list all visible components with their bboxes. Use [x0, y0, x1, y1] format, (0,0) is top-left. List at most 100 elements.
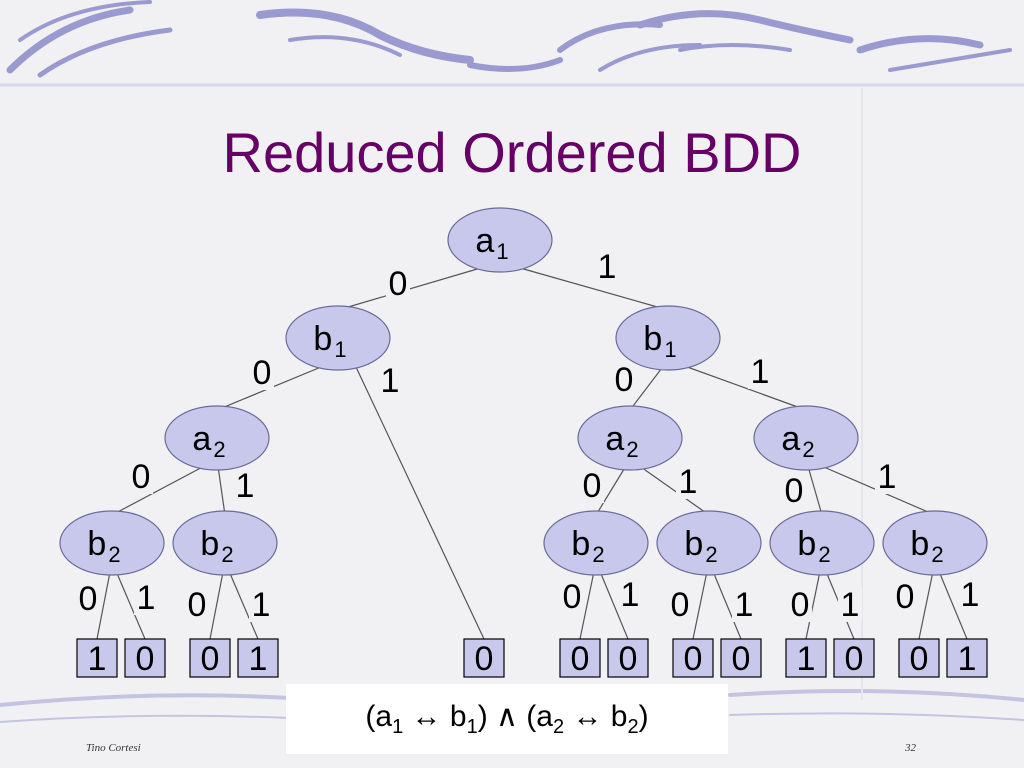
bdd-leaf-value: 0: [136, 640, 155, 678]
edge-label-backdrop: [618, 576, 642, 612]
bdd-terminal-leaf: 0: [833, 638, 875, 678]
bdd-leaf-value: 0: [732, 640, 751, 678]
edge-label-backdrop: [185, 586, 209, 622]
bdd-edge: [595, 465, 627, 516]
bdd-leaf-box: [833, 638, 875, 678]
bdd-terminal-leaf: 0: [672, 638, 714, 678]
edge-label: 1: [878, 458, 897, 496]
edge-label-backdrop: [612, 361, 636, 397]
edge-label-backdrop: [732, 586, 756, 622]
bdd-terminal-leaf: 0: [463, 638, 505, 678]
bdd-leaf-box: [720, 638, 762, 678]
bdd-node-b2: b2: [769, 510, 875, 576]
slide-title: Reduced Ordered BDD: [222, 121, 802, 184]
edge-label: 1: [621, 576, 640, 614]
bdd-leaf-value: 0: [619, 640, 638, 678]
bdd-leaf-box: [672, 638, 714, 678]
edge-label-backdrop: [250, 354, 274, 390]
edge-label: 0: [563, 578, 582, 616]
edge-label-backdrop: [595, 248, 619, 284]
bdd-edge: [805, 570, 821, 640]
edge-label-backdrop: [386, 265, 410, 301]
bdd-node-subscript: 2: [931, 542, 943, 567]
bdd-leaf-box: [463, 638, 505, 678]
edge-label: 0: [785, 472, 804, 510]
edge-label-backdrop: [249, 586, 273, 622]
edge-label: 0: [791, 586, 810, 624]
edge-label: 0: [671, 586, 690, 624]
bdd-leaf-box: [946, 638, 988, 678]
bdd-node-subscript: 1: [496, 239, 508, 264]
bdd-edge: [599, 570, 629, 640]
bdd-node-label: b2: [910, 525, 943, 567]
page-number: 32: [905, 742, 916, 754]
bdd-terminal-leaf: 0: [898, 638, 940, 678]
bdd-node-subscript: 2: [818, 542, 830, 567]
footer-author: Tino Cortesi: [86, 742, 141, 754]
bdd-leaf-value: 0: [684, 640, 703, 678]
bdd-leaf-value: 1: [958, 640, 977, 678]
bdd-node-ellipse: [577, 405, 683, 471]
bdd-edge: [712, 570, 742, 640]
formula-box: (a1 ↔ b1) ∧ (a2 ↔ b2): [286, 684, 728, 754]
bdd-node-ellipse: [882, 510, 988, 576]
bdd-node-b2: b2: [543, 510, 649, 576]
bdd-edge: [519, 267, 669, 311]
edge-label: 0: [188, 586, 207, 624]
bdd-node-a2: a2: [164, 405, 270, 471]
bdd-node-b2: b2: [172, 510, 278, 576]
edge-label-backdrop: [560, 578, 584, 614]
bdd-terminal-leaf: 1: [237, 638, 279, 678]
bdd-node-b2: b2: [882, 510, 988, 576]
bdd-leaf-value: 0: [845, 640, 864, 678]
top-swirl-band: [0, 0, 1024, 87]
bdd-node-ellipse: [615, 305, 721, 371]
formula-subscript: 1: [466, 716, 478, 738]
formula-subscript: 2: [627, 716, 639, 738]
bdd-node-subscript: 2: [213, 437, 225, 462]
edge-label: 1: [735, 586, 754, 624]
bdd-terminal-leaf: 1: [785, 638, 827, 678]
formula-text: (a1 ↔ b1) ∧ (a2 ↔ b2): [365, 699, 648, 739]
edge-label: 0: [79, 580, 98, 618]
bdd-edge: [354, 365, 485, 640]
edge-label-backdrop: [129, 458, 153, 494]
bdd-node-subscript: 2: [705, 542, 717, 567]
bdd-node-label: b2: [571, 525, 604, 567]
edge-label-backdrop: [378, 362, 402, 398]
bdd-leaf-box: [189, 638, 231, 678]
bdd-node-ellipse: [164, 405, 270, 471]
bdd-terminal-leaf: 0: [720, 638, 762, 678]
edge-label: 1: [961, 576, 980, 614]
bdd-edge: [115, 570, 146, 640]
bdd-node-ellipse: [656, 510, 762, 576]
edge-label-backdrop: [875, 458, 899, 494]
bdd-edge: [209, 570, 224, 640]
bdd-terminal-leaf: 0: [559, 638, 601, 678]
bdd-edge: [639, 465, 710, 516]
bdd-node-b1: b1: [285, 305, 391, 371]
bdd-leaf-box: [237, 638, 279, 678]
edge-label: 1: [137, 579, 156, 617]
edge-label-backdrop: [838, 586, 862, 622]
bdd-node-a2: a2: [577, 405, 683, 471]
bdd-leaf-value: 1: [249, 640, 268, 678]
bdd-edge: [217, 465, 226, 516]
bdd-node-subscript: 1: [334, 337, 346, 362]
edge-label: 1: [598, 248, 617, 286]
edge-label: 0: [389, 265, 408, 303]
formula-subscript: 1: [392, 716, 404, 738]
bdd-node-b2: b2: [59, 510, 165, 576]
edge-label-backdrop: [676, 463, 700, 499]
bdd-node-ellipse: [753, 405, 859, 471]
edge-label-backdrop: [893, 578, 917, 614]
edge-label: 0: [896, 578, 915, 616]
bdd-leaf-value: 1: [88, 640, 107, 678]
bdd-node-subscript: 2: [626, 437, 638, 462]
formula-part: ↔ b: [564, 700, 628, 733]
edge-label: 1: [841, 586, 860, 624]
